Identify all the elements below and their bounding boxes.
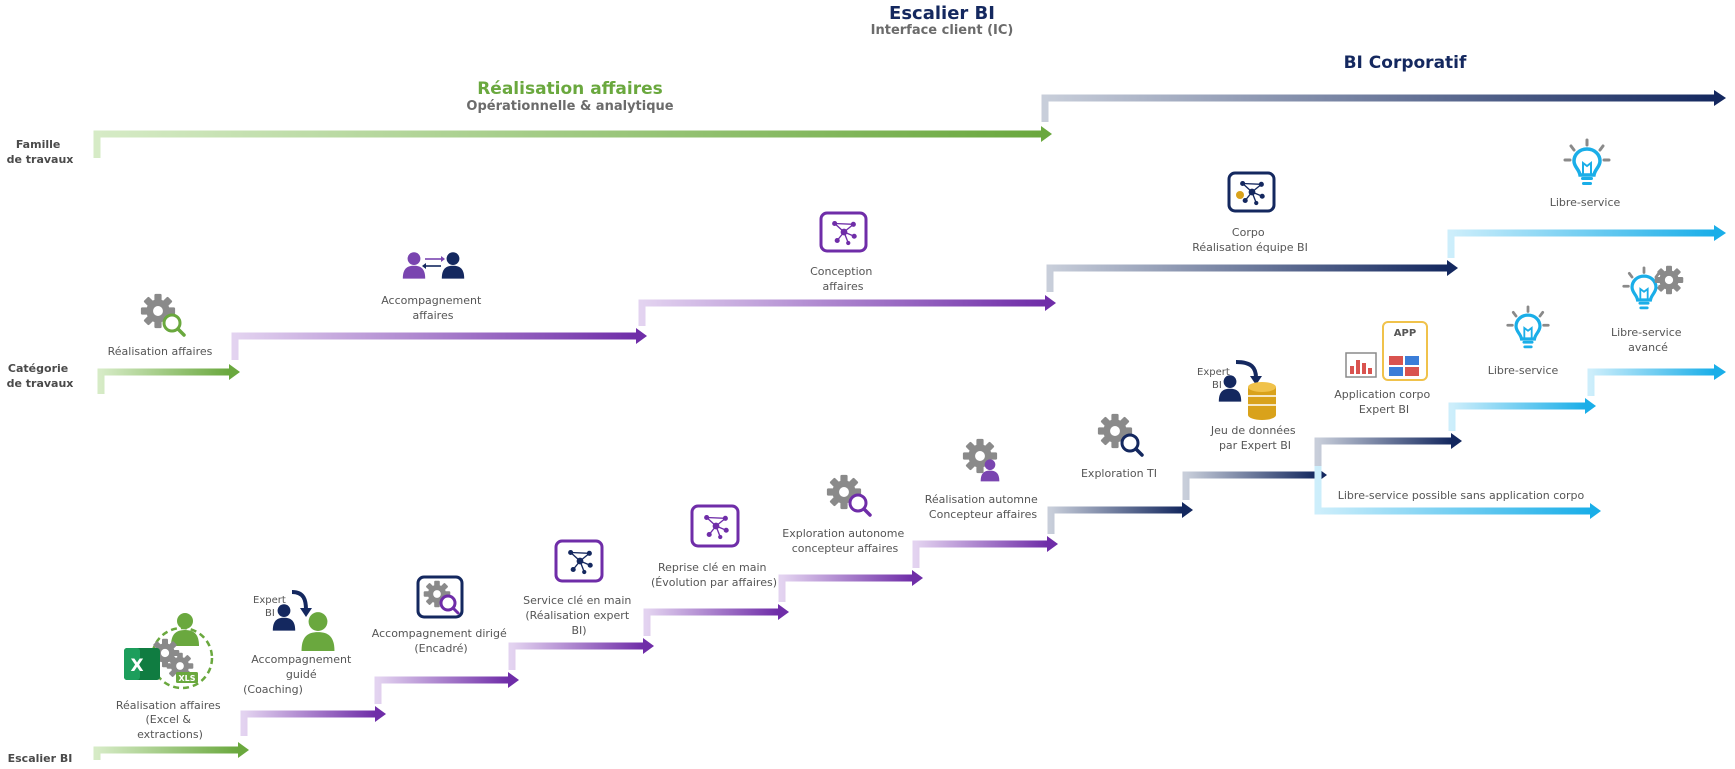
category-stair-navy bbox=[1046, 260, 1458, 292]
people-exchange-icon bbox=[402, 252, 465, 279]
step-guide-label: Accompagnement guidé (Coaching) bbox=[243, 653, 355, 696]
family-business-title: Réalisation affaires bbox=[477, 79, 663, 99]
category-libre-service-label: Libre-service bbox=[1550, 196, 1621, 209]
step-dirige-label: Accompagnement dirigé (Encadré) bbox=[372, 627, 510, 655]
stair-step-4 bbox=[508, 638, 654, 670]
category-stair-purple-2 bbox=[638, 295, 1056, 326]
stair-step-2 bbox=[240, 706, 386, 736]
expert-bi-badge-2: Expert BI bbox=[1197, 367, 1233, 391]
category-stair-sky-lower bbox=[1587, 364, 1726, 396]
stair-step-5 bbox=[643, 604, 789, 636]
lightbulb-small-icon bbox=[1506, 305, 1550, 350]
page-subtitle: Interface client (IC) bbox=[871, 23, 1014, 38]
category-stair-purple-1 bbox=[231, 328, 647, 360]
xls-badge: XLS bbox=[178, 674, 195, 683]
excel-extraction-icon: X XLS bbox=[124, 613, 214, 690]
stair-step-possible-sans bbox=[1314, 466, 1601, 519]
step-jeu-donnees-label: Jeu de données par Expert BI bbox=[1210, 424, 1299, 452]
expert-bi-database-icon: Expert BI bbox=[1197, 360, 1276, 420]
expert-bi-badge-1: Expert BI bbox=[253, 595, 289, 619]
step-exploration-ti-label: Exploration TI bbox=[1081, 467, 1157, 480]
gear-person-icon bbox=[962, 438, 1000, 482]
category-conception-label: Conception affaires bbox=[810, 265, 876, 293]
family-corporate-title: BI Corporatif bbox=[1344, 53, 1467, 73]
step-automne-label: Réalisation automne Concepteur affaires bbox=[925, 493, 1042, 521]
gear-search-navy-icon bbox=[1097, 413, 1144, 457]
expert-bi-coaching-icon: Expert BI bbox=[253, 590, 335, 651]
corpo-network-icon bbox=[1227, 171, 1276, 213]
step-app-corpo-label: Application corpo Expert BI bbox=[1334, 388, 1433, 416]
gear-search-framed-icon bbox=[416, 575, 464, 619]
network-diagram-icon bbox=[819, 211, 868, 253]
family-arrow-business bbox=[93, 126, 1052, 158]
stair-step-8 bbox=[1047, 502, 1193, 534]
step-reprise-label: Reprise clé en main (Évolution par affai… bbox=[651, 561, 777, 589]
category-corpo-label: Corpo Réalisation équipe BI bbox=[1192, 226, 1308, 254]
row-label-famille: Famille de travaux bbox=[7, 138, 74, 166]
application-corpo-icon: APP bbox=[1345, 321, 1428, 381]
category-accompagnement-label: Accompagnement affaires bbox=[381, 294, 485, 322]
step-possible-sans-label: Libre-service possible sans application … bbox=[1338, 489, 1585, 502]
family-business-subtitle: Opérationnelle & analytique bbox=[466, 99, 673, 114]
category-stair-sky-top bbox=[1447, 225, 1726, 258]
stair-step-6 bbox=[778, 570, 923, 602]
category-realisation-label: Réalisation affaires bbox=[108, 345, 213, 358]
page-title: Escalier BI bbox=[889, 3, 995, 24]
stair-step-3 bbox=[374, 672, 519, 704]
step-libre-service-label: Libre-service bbox=[1488, 364, 1559, 377]
stair-step-11 bbox=[1448, 398, 1596, 431]
family-arrow-corporate bbox=[1041, 90, 1726, 122]
row-label-categorie: Catégorie de travaux bbox=[7, 362, 74, 390]
database-network-purple-icon bbox=[690, 504, 740, 548]
stair-step-7 bbox=[912, 536, 1058, 568]
step-exploration-autonome-label: Exploration autonome concepteur affaires bbox=[782, 527, 908, 555]
lightbulb-icon bbox=[1563, 138, 1611, 187]
step-excel-label: Réalisation affaires (Excel & extraction… bbox=[116, 699, 224, 741]
gear-search-purple-icon bbox=[826, 474, 872, 517]
step-cle-en-main-label: Service clé en main (Réalisation expert … bbox=[523, 594, 635, 637]
stair-step-9 bbox=[1182, 467, 1327, 500]
stair-step-1 bbox=[93, 742, 249, 760]
gear-search-icon bbox=[140, 293, 186, 337]
stair-step-10 bbox=[1314, 433, 1462, 466]
lightbulb-gear-icon bbox=[1622, 265, 1684, 311]
excel-letter: X bbox=[130, 656, 143, 676]
app-badge: APP bbox=[1394, 328, 1416, 339]
row-label-escalier: Escalier BI bbox=[8, 752, 73, 765]
category-stair-green bbox=[97, 364, 240, 394]
category-libre-service-avance-label: Libre-service avancé bbox=[1611, 326, 1685, 354]
database-network-icon bbox=[554, 539, 604, 583]
